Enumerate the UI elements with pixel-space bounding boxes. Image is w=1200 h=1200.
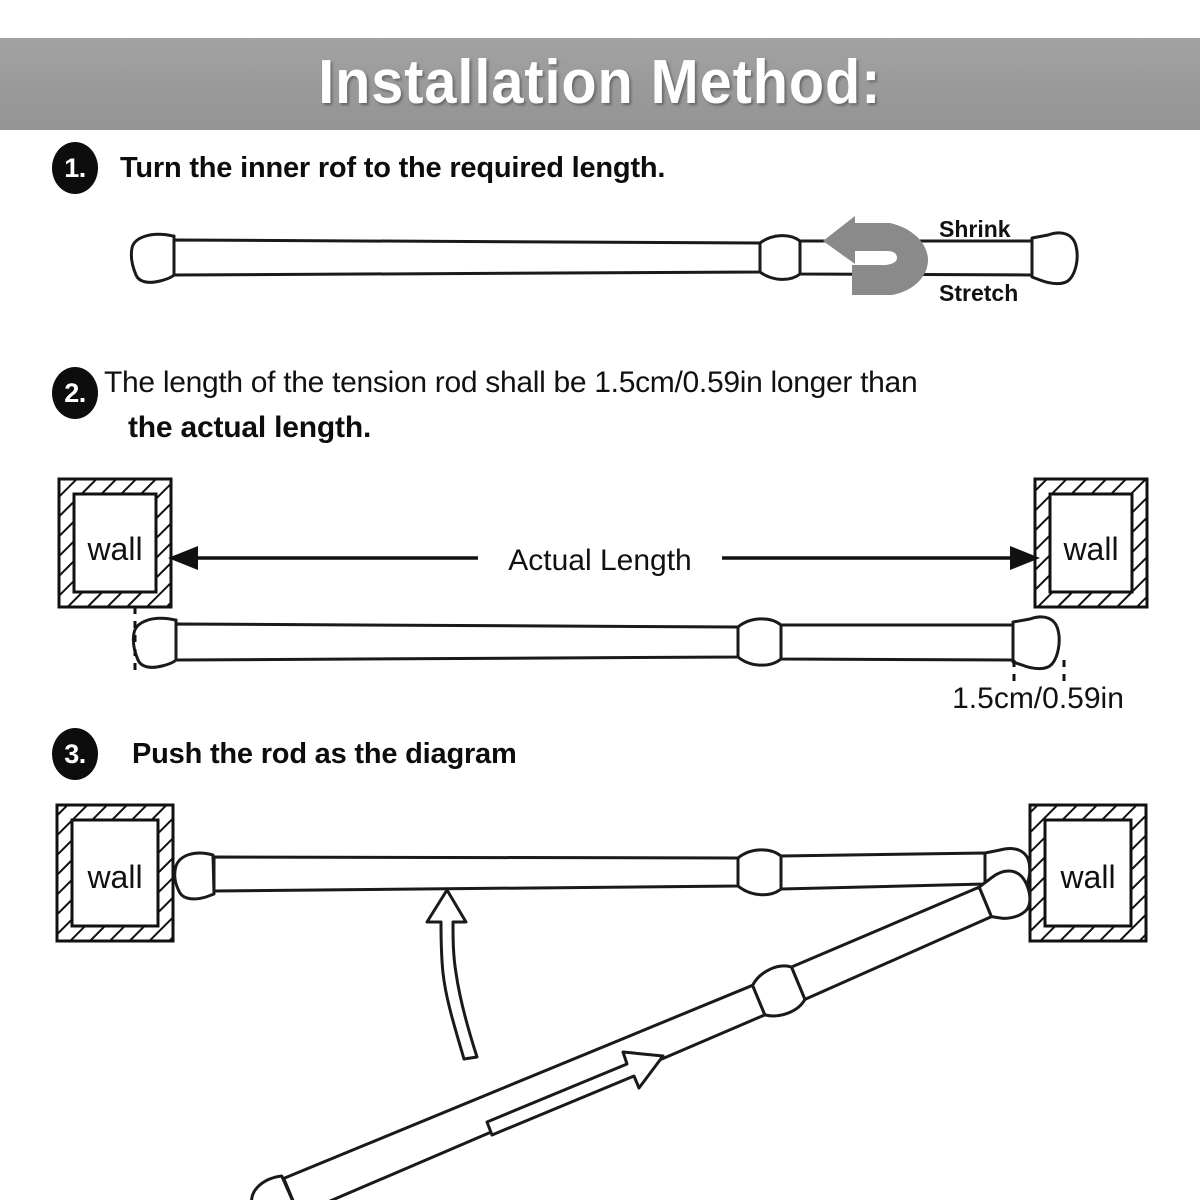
rod1-inner-tube [798, 239, 1034, 277]
wall-block-right-3: wall [1028, 803, 1148, 943]
rod1-joint [758, 234, 802, 281]
push-direction-arrow-icon [485, 1050, 665, 1137]
rod3h-right-end-cap [983, 847, 1032, 896]
rod2-outer-tube [174, 622, 740, 662]
rotation-arrow-icon [823, 216, 928, 295]
step-2-label-line1: The length of the tension rod shall be 1… [104, 366, 918, 399]
step-3-badge: 3. [52, 728, 98, 780]
step-2-text-block: The length of the tension rod shall be 1… [104, 366, 918, 445]
page-title: Installation Method: [0, 47, 1200, 118]
step-2-badge: 2. [52, 367, 98, 419]
rod3a-inner-tube [790, 885, 993, 1001]
wall-block-left-3: wall [55, 803, 175, 943]
wall-block-left-2: wall [57, 477, 173, 609]
wall-label-right-2: wall [1062, 531, 1118, 567]
step-3-heading: 3. Push the rod as the diagram [52, 728, 517, 780]
rod2-right-end-cap [1011, 615, 1061, 671]
extra-length-label: 1.5cm/0.59in [952, 682, 1124, 715]
wall-block-right-2: wall [1033, 477, 1149, 609]
rod2 [131, 615, 1061, 671]
wall-label-right-3: wall [1059, 859, 1115, 895]
rod3a-outer-tube [282, 983, 767, 1200]
step-1-label: Turn the inner rof to the required lengt… [120, 151, 666, 184]
label-shrink: Shrink [939, 216, 1011, 242]
page-title-text: Installation Method: [318, 48, 882, 118]
rod3-angled [250, 869, 1032, 1200]
step-1-badge: 1. [52, 142, 98, 194]
step-2-heading: 2. The length of the tension rod shall b… [52, 366, 918, 445]
rod1-right-end-cap [1030, 231, 1079, 286]
rod3h-left-end-cap [173, 851, 216, 901]
rod3a-left-end-cap [250, 1174, 301, 1200]
rod2-joint [736, 617, 783, 667]
step-1-heading: 1. Turn the inner rof to the required le… [52, 142, 665, 194]
diagram-step-3: wall wall [55, 803, 1148, 1200]
rod3a-right-end-cap [977, 869, 1032, 920]
rod2-left-end-cap [131, 616, 178, 669]
diagram-step-1: Shrink Stretch [129, 216, 1079, 306]
rod2-inner-tube [779, 623, 1015, 662]
diagram-step-2: wall wall Actual Length [57, 477, 1149, 715]
step-3-label: Push the rod as the diagram [132, 737, 517, 770]
rod3h-joint [736, 848, 783, 897]
wall-label-left-2: wall [86, 531, 142, 567]
rod3-horizontal [173, 847, 1032, 901]
step-2-label-line2: the actual length. [128, 410, 372, 444]
actual-length-dimension: Actual Length [168, 544, 1040, 577]
rod1-left-end-cap [129, 232, 176, 284]
push-up-curved-arrow-icon [425, 888, 479, 1061]
label-stretch: Stretch [939, 280, 1018, 306]
actual-length-label: Actual Length [508, 544, 691, 577]
rod3h-outer-tube [212, 855, 740, 893]
rod3a-joint [751, 964, 807, 1018]
rod1-outer-tube [172, 238, 762, 277]
header-banner: Installation Method: [0, 38, 1200, 130]
wall-label-left-3: wall [86, 859, 142, 895]
rod3h-inner-tube [779, 851, 987, 891]
